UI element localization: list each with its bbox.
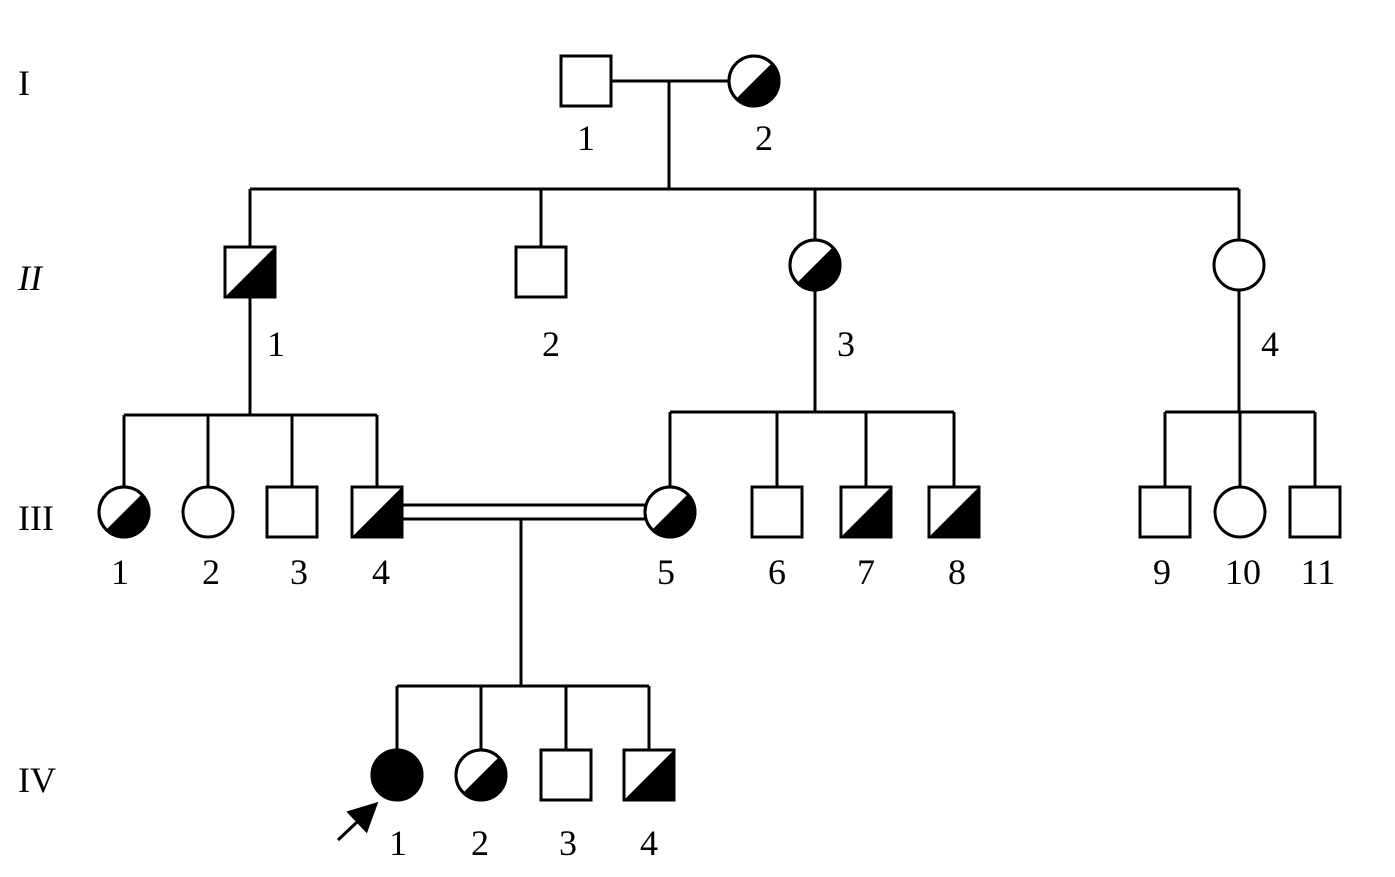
individual-II-1: [223, 245, 277, 299]
individual-number-II-3: 3: [837, 324, 855, 364]
generation-label-II: II: [17, 258, 44, 298]
individual-number-III-2: 2: [202, 552, 220, 592]
individual-number-II-4: 4: [1261, 324, 1279, 364]
symbol-outline: [622, 748, 676, 802]
unaffected-male-icon: [539, 748, 593, 802]
carrier-shading: [352, 487, 402, 537]
individual-IV-4: [622, 748, 676, 802]
individual-number-IV-4: 4: [640, 823, 658, 863]
individual-IV-3: [539, 748, 593, 802]
individual-number-II-1: 1: [267, 324, 285, 364]
connector-lines: [122, 79, 1317, 842]
individual-II-4: [1212, 238, 1266, 292]
individual-II-2: [514, 245, 568, 299]
individual-III-11: [1288, 485, 1342, 539]
individual-III-5: [643, 485, 697, 539]
generation-label-IV: IV: [18, 760, 56, 800]
individual-II-3: [788, 238, 842, 292]
symbol-outline: [454, 748, 508, 802]
individual-number-III-4: 4: [372, 552, 390, 592]
proband-arrow-icon: [336, 801, 379, 842]
unaffected-male-icon: [559, 54, 613, 108]
unaffected-female-icon: [1212, 238, 1266, 292]
individual-III-9: [1138, 485, 1192, 539]
generation-label-I: I: [18, 63, 30, 103]
carrier-shading: [624, 750, 674, 800]
carrier-shading: [463, 757, 507, 801]
individual-symbols: [97, 54, 1342, 802]
individual-I-2: [727, 54, 781, 108]
unaffected-male-icon: [1138, 485, 1192, 539]
individual-III-10: [1213, 485, 1267, 539]
affected-shading: [372, 750, 422, 800]
individual-number-III-10: 10: [1225, 552, 1261, 592]
symbol-outline: [223, 245, 277, 299]
individual-number-IV-2: 2: [471, 823, 489, 863]
unaffected-female-icon: [181, 485, 235, 539]
symbol-outline: [927, 485, 981, 539]
symbol-outline: [97, 485, 151, 539]
individual-number-I-2: 2: [755, 118, 773, 158]
carrier-shading: [106, 494, 149, 538]
individual-III-6: [750, 485, 804, 539]
unaffected-male-icon: [265, 485, 319, 539]
individual-number-I-1: 1: [577, 118, 595, 158]
individual-number-III-6: 6: [768, 552, 786, 592]
symbol-outline: [370, 748, 424, 802]
individual-III-1: [97, 485, 151, 539]
individual-I-1: [559, 54, 613, 108]
generation-label-III: III: [18, 498, 54, 538]
individual-IV-2: [454, 748, 508, 802]
carrier-shading: [797, 247, 840, 290]
individual-number-III-9: 9: [1153, 552, 1171, 592]
individual-number-III-5: 5: [657, 552, 675, 592]
individual-number-III-1: 1: [111, 552, 129, 592]
individual-IV-1: [370, 748, 424, 802]
unaffected-male-icon: [750, 485, 804, 539]
carrier-shading: [841, 487, 891, 537]
symbol-outline: [643, 485, 697, 539]
individual-III-4: [350, 485, 404, 539]
individual-III-3: [265, 485, 319, 539]
carrier-shading: [225, 247, 275, 297]
symbol-outline: [839, 485, 893, 539]
unaffected-male-icon: [514, 245, 568, 299]
individual-number-III-7: 7: [857, 552, 875, 592]
symbol-outline: [788, 238, 842, 292]
carrier-shading: [652, 494, 695, 537]
symbol-outline: [727, 54, 781, 108]
individual-number-III-3: 3: [290, 552, 308, 592]
unaffected-male-icon: [1288, 485, 1342, 539]
individual-number-III-8: 8: [948, 552, 966, 592]
carrier-shading: [929, 487, 979, 537]
individual-III-2: [181, 485, 235, 539]
symbol-outline: [350, 485, 404, 539]
individual-number-IV-1: 1: [389, 823, 407, 863]
individual-III-8: [927, 485, 981, 539]
individual-number-III-11: 11: [1301, 552, 1336, 592]
unaffected-female-icon: [1213, 485, 1267, 539]
individual-number-II-2: 2: [542, 324, 560, 364]
individual-number-IV-3: 3: [559, 823, 577, 863]
individual-III-7: [839, 485, 893, 539]
carrier-shading: [736, 63, 779, 106]
